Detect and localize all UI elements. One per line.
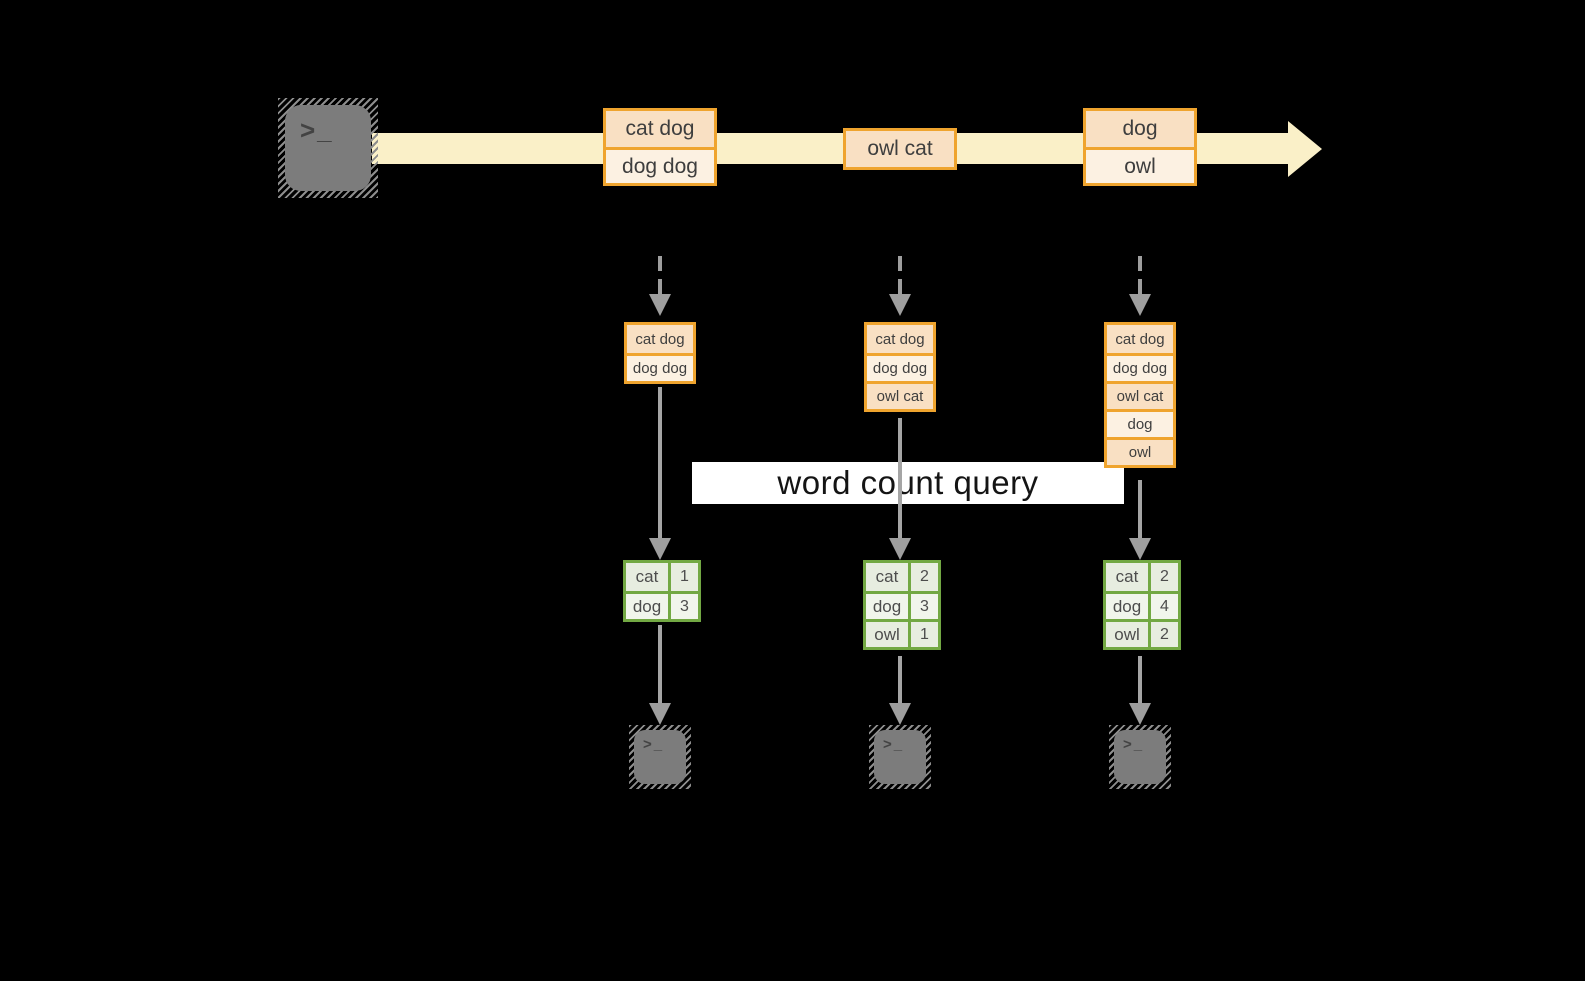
- ingest-arrowhead-icon: [649, 294, 671, 316]
- terminal-screen: >_: [1114, 730, 1166, 784]
- event-record: owl: [1107, 437, 1173, 465]
- count-row: dog 4: [1106, 591, 1178, 619]
- count-value: 2: [1151, 622, 1178, 647]
- ingest-dashed-arrow: [1138, 256, 1142, 296]
- terminal-screen: >_: [285, 105, 371, 191]
- count-row: owl 1: [866, 619, 938, 647]
- count-word: cat: [866, 563, 911, 591]
- word-count-table-1: cat 1 dog 3: [623, 560, 701, 622]
- count-row: owl 2: [1106, 619, 1178, 647]
- count-word: dog: [866, 594, 911, 619]
- event-record: dog: [1107, 409, 1173, 437]
- count-word: cat: [626, 563, 671, 591]
- consumer-terminal-icon-1: >_: [629, 725, 691, 789]
- count-row: cat 2: [866, 563, 938, 591]
- count-value: 1: [911, 622, 938, 647]
- output-arrow-line: [898, 656, 902, 703]
- event-record: cat dog: [627, 325, 693, 353]
- producer-terminal-icon: >_: [278, 98, 378, 198]
- count-value: 3: [911, 594, 938, 619]
- count-word: dog: [1106, 594, 1151, 619]
- output-arrow-line: [658, 625, 662, 703]
- query-arrowhead-icon: [649, 538, 671, 560]
- count-value: 2: [1151, 563, 1178, 591]
- count-row: cat 1: [626, 563, 698, 591]
- stream-event-box-3: dog owl: [1083, 108, 1197, 186]
- count-value: 3: [671, 594, 698, 619]
- output-arrowhead-icon: [1129, 703, 1151, 725]
- stream-event-box-2: owl cat: [843, 128, 957, 170]
- ingest-dashed-arrow: [658, 256, 662, 296]
- count-value: 1: [671, 563, 698, 591]
- count-value: 4: [1151, 594, 1178, 619]
- query-arrow-line: [1138, 480, 1142, 538]
- query-arrowhead-icon: [889, 538, 911, 560]
- consumer-terminal-icon-2: >_: [869, 725, 931, 789]
- event-record: dog dog: [1107, 353, 1173, 381]
- event-record: cat dog: [867, 325, 933, 353]
- query-arrow-line: [898, 418, 902, 538]
- event-record: cat dog: [1107, 325, 1173, 353]
- event-record: owl: [1086, 147, 1194, 183]
- ingest-arrowhead-icon: [889, 294, 911, 316]
- event-record: dog: [1086, 111, 1194, 147]
- count-value: 2: [911, 563, 938, 591]
- word-count-table-2: cat 2 dog 3 owl 1: [863, 560, 941, 650]
- output-arrowhead-icon: [649, 703, 671, 725]
- count-word: owl: [1106, 622, 1151, 647]
- terminal-prompt-glyph: >_: [300, 115, 334, 145]
- event-record: owl cat: [846, 131, 954, 167]
- count-row: cat 2: [1106, 563, 1178, 591]
- event-record: owl cat: [867, 381, 933, 409]
- count-word: cat: [1106, 563, 1151, 591]
- query-arrow-line: [658, 387, 662, 538]
- accumulated-events-box-2: cat dog dog dog owl cat: [864, 322, 936, 412]
- output-arrow-line: [1138, 656, 1142, 703]
- count-row: dog 3: [866, 591, 938, 619]
- terminal-screen: >_: [634, 730, 686, 784]
- stream-timeline-arrowhead-icon: [1288, 121, 1322, 177]
- count-word: owl: [866, 622, 911, 647]
- accumulated-events-box-3: cat dog dog dog owl cat dog owl: [1104, 322, 1176, 468]
- terminal-screen: >_: [874, 730, 926, 784]
- stream-event-box-1: cat dog dog dog: [603, 108, 717, 186]
- event-record: dog dog: [867, 353, 933, 381]
- terminal-prompt-glyph: >_: [1123, 736, 1145, 753]
- count-row: dog 3: [626, 591, 698, 619]
- ingest-dashed-arrow: [898, 256, 902, 296]
- event-record: dog dog: [627, 353, 693, 381]
- event-record: cat dog: [606, 111, 714, 147]
- event-record: owl cat: [1107, 381, 1173, 409]
- word-count-table-3: cat 2 dog 4 owl 2: [1103, 560, 1181, 650]
- query-arrowhead-icon: [1129, 538, 1151, 560]
- terminal-prompt-glyph: >_: [643, 736, 665, 753]
- query-banner: word count query: [692, 462, 1124, 504]
- accumulated-events-box-1: cat dog dog dog: [624, 322, 696, 384]
- output-arrowhead-icon: [889, 703, 911, 725]
- ingest-arrowhead-icon: [1129, 294, 1151, 316]
- terminal-prompt-glyph: >_: [883, 736, 905, 753]
- consumer-terminal-icon-3: >_: [1109, 725, 1171, 789]
- event-record: dog dog: [606, 147, 714, 183]
- count-word: dog: [626, 594, 671, 619]
